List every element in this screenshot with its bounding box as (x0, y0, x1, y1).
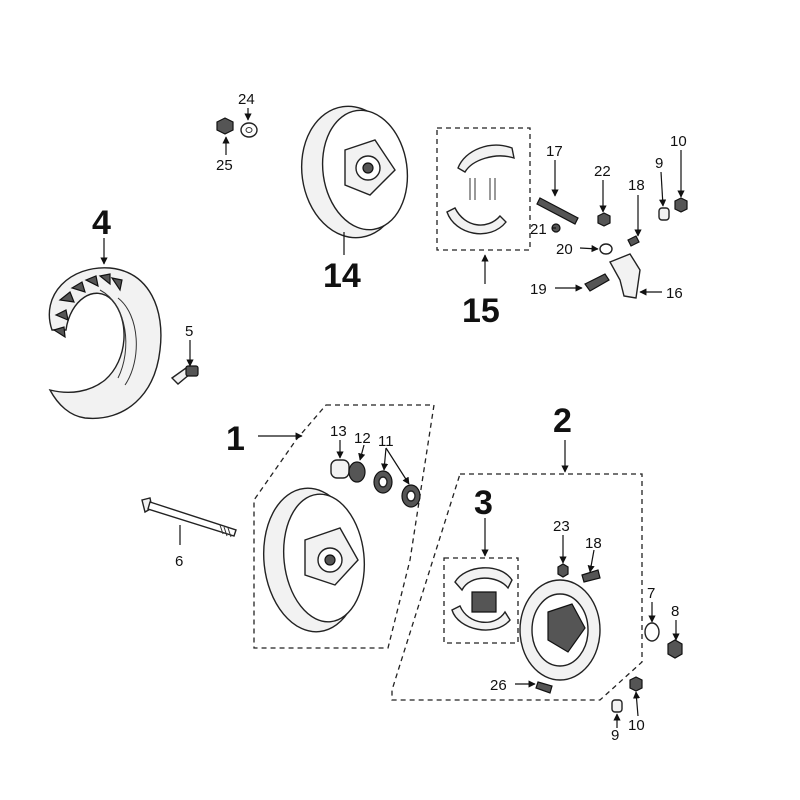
bolt-25-part (216, 117, 234, 135)
callout-23: 23 (553, 518, 570, 535)
callout-16: 16 (666, 285, 683, 302)
callout-10-bottom: 10 (628, 717, 645, 734)
callout-15: 15 (462, 292, 500, 330)
bolt-26 (535, 681, 553, 694)
washer-24-part (240, 122, 258, 138)
callout-10-top: 10 (670, 133, 687, 150)
bolt-18-top (627, 235, 640, 247)
callout-labels: 4 5 6 24 25 14 15 17 22 18 9 10 21 20 19… (92, 91, 687, 744)
bearing-11a (373, 470, 393, 494)
callout-5: 5 (185, 323, 193, 340)
callout-25: 25 (216, 157, 233, 174)
callout-8: 8 (671, 603, 679, 620)
tire-part (48, 267, 162, 420)
brake-plate (519, 579, 601, 681)
washer-7 (644, 622, 660, 642)
callout-20: 20 (556, 241, 573, 258)
callout-9-bottom: 9 (611, 727, 619, 744)
washer-20 (599, 243, 613, 255)
callout-9-top: 9 (655, 155, 663, 172)
callout-18-top: 18 (628, 177, 645, 194)
callout-18-bottom: 18 (585, 535, 602, 552)
bolt-18-bottom (581, 569, 601, 583)
callout-19: 19 (530, 281, 547, 298)
cam-shaft-17 (536, 197, 579, 225)
rim-part-1 (262, 487, 366, 633)
nut-8 (667, 639, 683, 659)
callout-22: 22 (594, 163, 611, 180)
spring-19 (584, 273, 610, 292)
callout-2: 2 (553, 402, 572, 440)
brake-shoe-3 (451, 567, 513, 631)
bushing-9-bottom (611, 699, 623, 713)
rim-part-top (300, 105, 409, 239)
brake-assembly-2-outline (391, 473, 643, 701)
brake-shoe-set-15 (436, 127, 531, 251)
seal-12 (348, 461, 366, 483)
spacer-13 (330, 459, 350, 479)
callout-6: 6 (175, 553, 183, 570)
leader-lines (100, 108, 685, 728)
callout-26: 26 (490, 677, 507, 694)
valve-part (170, 365, 199, 385)
callout-12: 12 (354, 430, 371, 447)
callout-4: 4 (92, 204, 111, 242)
callout-17: 17 (546, 143, 563, 160)
bearing-11b (401, 484, 421, 508)
callout-7: 7 (647, 585, 655, 602)
callout-1: 1 (226, 420, 245, 458)
callout-3: 3 (474, 484, 493, 522)
lever-16 (609, 253, 641, 299)
callout-13: 13 (330, 423, 347, 440)
callout-14: 14 (323, 257, 361, 295)
nut-23 (557, 563, 569, 578)
axle-part (141, 497, 237, 538)
nut-22 (597, 212, 611, 227)
brake-shoe-3-frame (443, 557, 519, 644)
callout-21: 21 (530, 221, 547, 238)
callout-11: 11 (378, 433, 394, 450)
bushing-9-top (658, 207, 670, 221)
nut-10-top (674, 197, 688, 213)
callout-24: 24 (238, 91, 255, 108)
nut-10-bottom (629, 676, 643, 692)
